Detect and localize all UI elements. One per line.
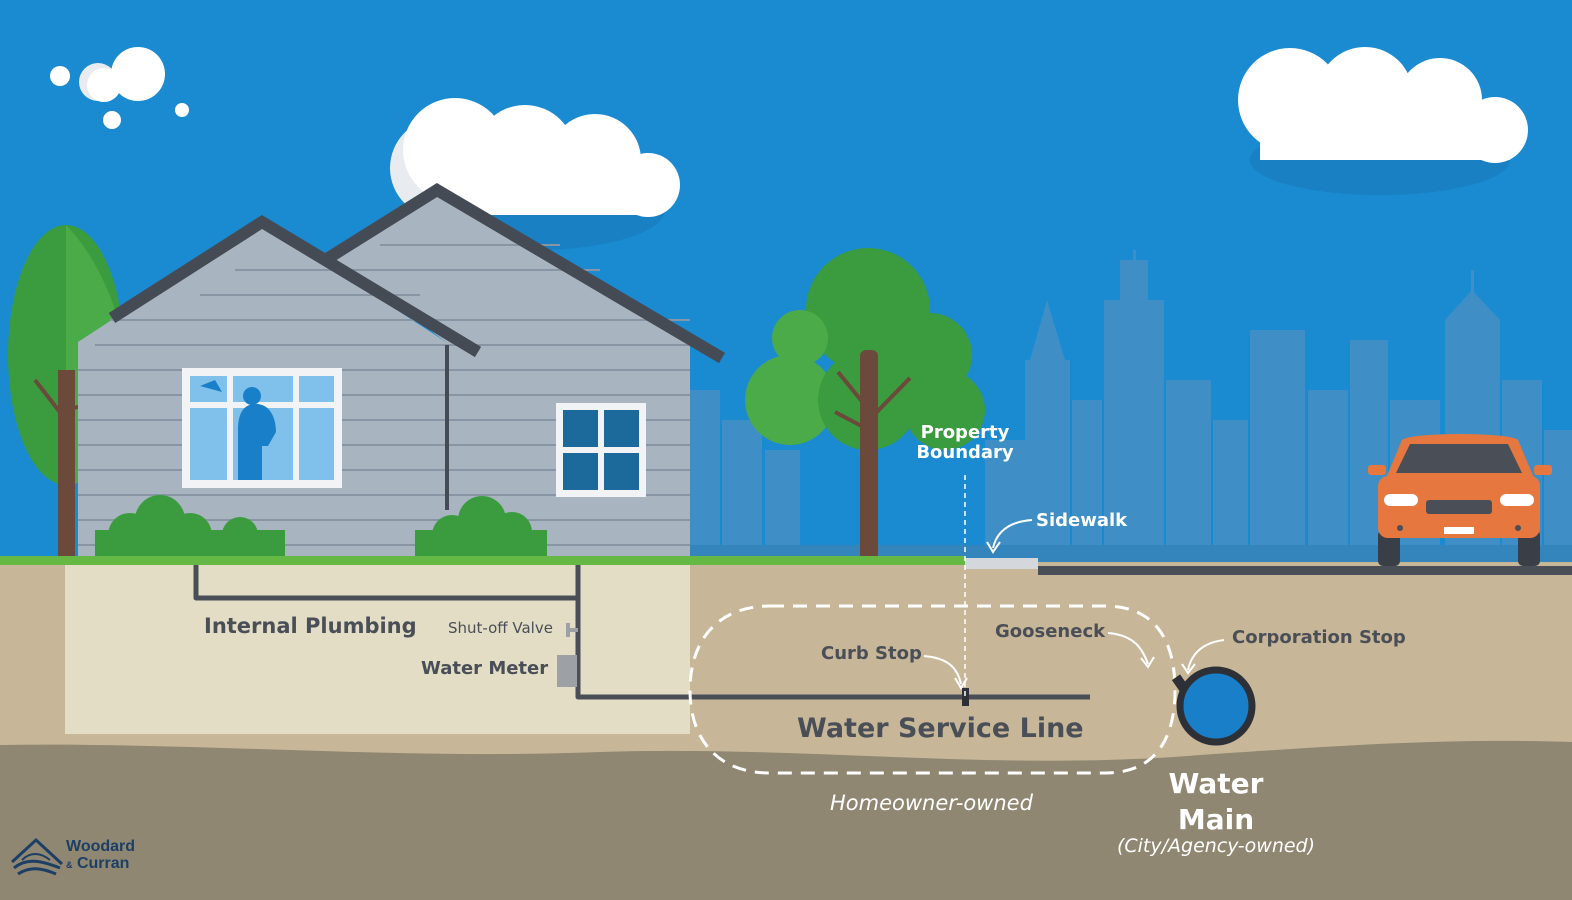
water-main-line1: Water xyxy=(1168,767,1264,800)
cloud-large-icon xyxy=(390,98,680,250)
property-boundary-line2: Boundary xyxy=(916,441,1014,463)
logo-line2: Curran xyxy=(76,855,130,872)
water-service-line-label: Water Service Line xyxy=(797,713,1084,744)
property-boundary-label: Property Boundary xyxy=(910,423,1020,463)
gooseneck-label: Gooseneck xyxy=(995,621,1106,642)
water-main-label: Water Main xyxy=(1146,766,1286,838)
logo-line2-row: & Curran xyxy=(66,855,135,874)
logo-text: Woodard & Curran xyxy=(66,838,135,874)
sidewalk-slab xyxy=(965,558,1038,569)
corporation-stop-icon xyxy=(1171,674,1189,692)
shutoff-valve-icon xyxy=(566,623,578,637)
city-owned-label: (City/Agency-owned) xyxy=(1116,835,1316,857)
internal-plumbing-label: Internal Plumbing xyxy=(204,614,417,638)
logo-ampersand: & xyxy=(66,860,73,870)
curb-stop-valve-icon xyxy=(962,688,969,706)
property-boundary-line1: Property xyxy=(920,422,1010,443)
homeowner-owned-label: Homeowner-owned xyxy=(830,791,1033,815)
car-icon xyxy=(1368,434,1552,566)
logo-mark-icon xyxy=(10,837,64,876)
cloud-small-icon xyxy=(50,47,189,129)
person-showering-icon xyxy=(200,380,276,480)
basement xyxy=(65,562,690,734)
water-main-icon xyxy=(1176,666,1256,746)
logo-line1: Woodard xyxy=(66,838,136,855)
water-meter-icon xyxy=(557,655,577,687)
homeowner-boundary-outline xyxy=(688,604,1177,775)
sidewalk-label: Sidewalk xyxy=(1036,510,1128,531)
water-main-line2: Main xyxy=(1177,803,1255,836)
cloud-right-icon xyxy=(1238,47,1528,195)
deep-soil-layer xyxy=(0,740,1572,900)
tree-middle-icon xyxy=(745,248,985,560)
curb-stop-label: Curb Stop xyxy=(821,643,922,664)
internal-plumbing-pipe xyxy=(193,565,1090,700)
grass xyxy=(0,556,965,565)
road xyxy=(1038,566,1572,575)
woodard-curran-logo: Woodard & Curran xyxy=(10,834,160,880)
water-meter-label: Water Meter xyxy=(421,658,549,679)
arrows xyxy=(923,519,1225,690)
corporation-stop-label: Corporation Stop xyxy=(1232,627,1406,648)
shutoff-valve-label: Shut-off Valve xyxy=(448,619,553,637)
house xyxy=(78,182,726,560)
